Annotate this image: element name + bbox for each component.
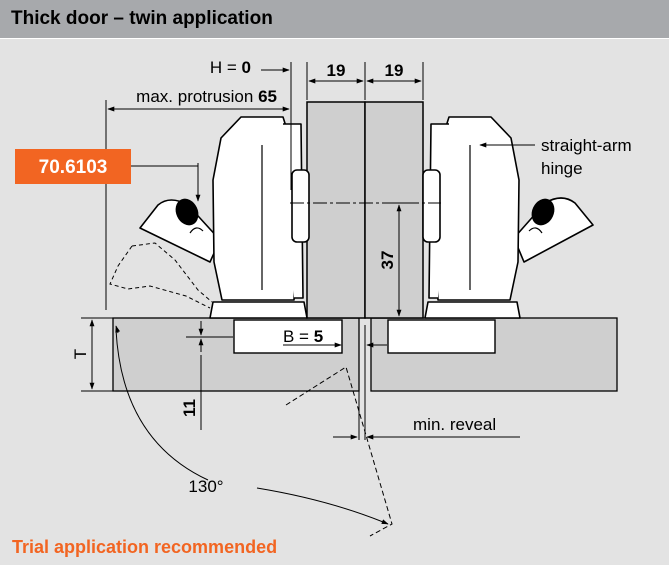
extension-lines [81,62,424,440]
plate-offset-value: 11 [180,399,199,417]
right-door-thickness: 19 [385,61,404,80]
hinge-type-label: straight-arm [541,136,632,155]
angle-arc-upper [115,329,209,481]
h-label: H = 0 [210,58,251,77]
depth-value: 37 [378,251,397,270]
trial-note: Trial application recommended [12,537,278,557]
cam-screw-icon [531,198,555,226]
opening-angle: 130° [188,477,223,496]
left-hinge [139,116,310,319]
left-door-thickness: 19 [327,61,346,80]
protrusion-outline [109,242,213,309]
angle-arc-lower [256,487,389,525]
open-door-outline [285,366,393,537]
angle-arrow-start [115,325,121,334]
part-number: 70.6103 [39,157,108,178]
right-mounting-plate [387,319,496,354]
b-label: B = 5 [283,327,323,346]
left-mounting-plate [233,319,343,354]
hinge-type-label-line2: hinge [541,159,583,178]
min-reveal-label: min. reveal [413,415,496,434]
right-hinge [422,116,594,319]
page-title: Thick door – twin application [11,8,273,29]
t-label: T [71,349,90,359]
protrusion-label: max. protrusion 65 [136,87,277,106]
left-door [306,101,366,319]
right-door [364,101,424,319]
cam-screw-icon [175,198,199,226]
title-bar: Thick door – twin application [0,0,669,39]
part-number-badge [15,149,131,184]
